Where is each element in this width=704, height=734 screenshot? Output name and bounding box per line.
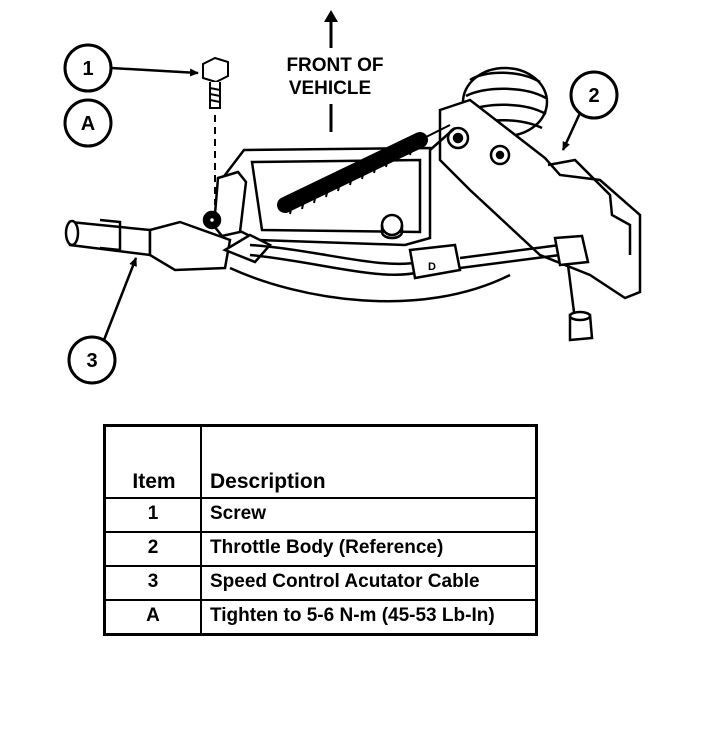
callout-3: 3 (67, 257, 138, 385)
front-of-vehicle-label-line1: FRONT OF (286, 55, 383, 76)
legend-description-3: Speed Control Acutator Cable (200, 565, 538, 601)
callout-3-label: 3 (86, 350, 97, 372)
front-of-vehicle-label-line2: VEHICLE (289, 78, 371, 99)
table-row: 1 Screw (103, 497, 538, 533)
legend-description-a: Tighten to 5-6 N-m (45-53 Lb-In) (200, 599, 538, 636)
mounting-bracket (202, 146, 432, 247)
table-row: 2 Throttle Body (Reference) (103, 531, 538, 567)
cable-clip-letter: D (428, 261, 436, 273)
legend-header-row: Item Description (103, 424, 538, 499)
callout-1-label: 1 (82, 58, 93, 80)
callout-a: A (63, 98, 113, 148)
legend-item-1: 1 (103, 497, 202, 533)
callout-1: 1 (63, 43, 199, 93)
screw-icon (202, 56, 229, 205)
callout-2-label: 2 (588, 85, 599, 107)
legend-item-2: 2 (103, 531, 202, 567)
actuator-cable-icon (64, 127, 594, 342)
callout-a-label: A (81, 113, 95, 135)
table-row: A Tighten to 5-6 N-m (45-53 Lb-In) (103, 599, 538, 636)
front-of-vehicle-arrow (324, 10, 338, 132)
legend-header-description: Description (200, 424, 538, 499)
return-spring-icon (277, 124, 451, 215)
legend-item-a: A (103, 599, 202, 636)
table-row: 3 Speed Control Acutator Cable (103, 565, 538, 601)
throttle-linkage-diagram: FRONT OF VEHICLE 1 A 2 3 (63, 10, 642, 385)
callout-2: 2 (561, 70, 619, 151)
legend-description-1: Screw (200, 497, 538, 533)
legend-table: Item Description 1 Screw 2 Throttle Body… (103, 424, 538, 636)
legend-description-2: Throttle Body (Reference) (200, 531, 538, 567)
throttle-body-icon (438, 66, 642, 300)
legend-header-item: Item (103, 424, 202, 499)
legend-item-3: 3 (103, 565, 202, 601)
